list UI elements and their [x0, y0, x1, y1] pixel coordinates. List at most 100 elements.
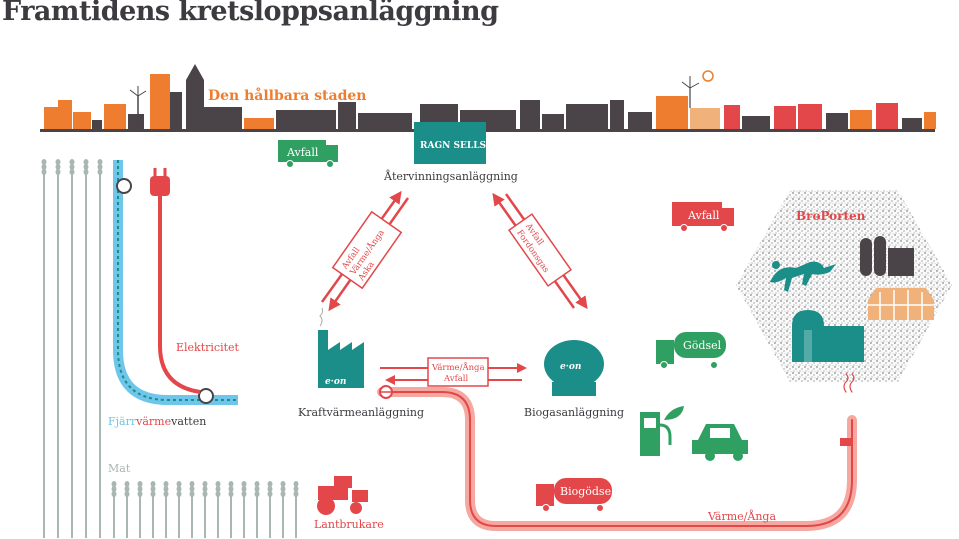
arrow-right-box: Avfall Fordonsgas [507, 213, 573, 287]
wheat-grain [228, 491, 234, 497]
wheat-grain [202, 486, 208, 492]
stable-icon [792, 310, 864, 362]
wheat-grain [215, 481, 221, 487]
middle-box-line2: Avfall [443, 374, 469, 384]
wheat-grain [150, 481, 156, 487]
truck-godsel-label: Gödsel [683, 339, 722, 352]
biogas-label: Biogasanläggning [524, 406, 624, 419]
wheat-grain [69, 169, 75, 175]
electricity-cable [150, 168, 201, 394]
kraftvarme-logo: e·on [325, 377, 346, 387]
wheat-grain [111, 481, 117, 487]
wheat-grain [55, 159, 61, 165]
page-title: Framtidens kretsloppsanläggning [2, 0, 499, 27]
wheat-grain [280, 486, 286, 492]
skyline [40, 64, 936, 132]
wheat-grain [83, 164, 89, 170]
wheat-grain [254, 491, 260, 497]
fuel-pump-icon [640, 406, 684, 456]
truck-godsel [656, 332, 726, 369]
wheat-grain [254, 481, 260, 487]
wheat-grain [215, 486, 221, 492]
wheat-grain [293, 491, 299, 497]
wheat-grain [241, 481, 247, 487]
wheat-grain [41, 169, 47, 175]
wheat-grain [293, 481, 299, 487]
wheat-grain [163, 486, 169, 492]
kraftvarme-plant [318, 307, 364, 388]
arrow-left-box: Avfall Värme/Ånga Aska [331, 210, 403, 290]
wheat-grain [97, 159, 103, 165]
fjarrvarme-part1: Fjärr [108, 415, 137, 428]
wheat-field-bottom [111, 481, 299, 538]
biogodsel-label: Biogödsel [560, 485, 615, 498]
ragnsells-logo-text: RAGN SELLS [420, 141, 486, 151]
kraftvarme-label: Kraftvärmeanläggning [298, 406, 424, 419]
varme-anga-label: Värme/Ånga [707, 509, 776, 523]
wheat-grain [202, 481, 208, 487]
wheat-grain [241, 491, 247, 497]
wheat-grain [124, 481, 130, 487]
barn-icon [868, 288, 934, 320]
wheat-grain [55, 164, 61, 170]
wheat-grain [69, 159, 75, 165]
fjarrvarme-label: Fjärrvärmevatten [108, 415, 206, 428]
wheat-grain [137, 481, 143, 487]
biogas-logo: e·on [560, 362, 581, 372]
middle-arrows [380, 357, 527, 387]
wheat-grain [228, 481, 234, 487]
truck-broporten [672, 202, 734, 232]
wheat-grain [176, 491, 182, 497]
wheat-grain [41, 164, 47, 170]
wheat-grain [137, 486, 143, 492]
wheat-grain [83, 159, 89, 165]
wheat-grain [41, 159, 47, 165]
district-heating-pipe [113, 160, 238, 405]
broporten-label: BroPorten [796, 209, 866, 223]
truck-broporten-label: Avfall [687, 209, 720, 222]
truck-top-label: Avfall [286, 146, 319, 159]
fjarrvarme-part3: vatten [170, 415, 206, 428]
truck-top [278, 140, 338, 168]
wheat-grain [189, 486, 195, 492]
broporten-hexagon [736, 190, 952, 382]
wheat-grain [124, 486, 130, 492]
wheat-grain [280, 481, 286, 487]
elektricitet-label: Elektricitet [176, 341, 240, 354]
skyline-label: Den hållbara staden [208, 86, 366, 104]
wheat-grain [189, 481, 195, 487]
wheat-grain [163, 481, 169, 487]
wheat-grain [150, 491, 156, 497]
wheat-grain [150, 486, 156, 492]
silo-icon [860, 236, 914, 276]
wheat-grain [267, 491, 273, 497]
wheat-grain [254, 486, 260, 492]
ragnsells-label: Återvinningsanläggning [383, 169, 518, 183]
wheat-grain [83, 169, 89, 175]
wheat-grain [69, 164, 75, 170]
wheat-field-left [41, 159, 103, 538]
mat-label: Mat [108, 462, 131, 475]
wheat-grain [124, 491, 130, 497]
heat-pipe [377, 373, 857, 531]
wheat-grain [163, 491, 169, 497]
wheat-grain [111, 491, 117, 497]
ragnsells-logo [414, 122, 486, 164]
lantbrukare-label: Lantbrukare [314, 518, 384, 531]
truck-biogodsel [536, 478, 612, 512]
wheat-grain [241, 486, 247, 492]
horse-icon [770, 261, 836, 292]
wheat-grain [202, 491, 208, 497]
tractor-icon [317, 476, 368, 515]
wheat-grain [228, 486, 234, 492]
wheat-grain [189, 491, 195, 497]
wheat-grain [111, 486, 117, 492]
wheat-grain [293, 486, 299, 492]
wheat-grain [267, 481, 273, 487]
wheat-grain [97, 169, 103, 175]
middle-box-line1: Värme/Ånga [431, 361, 485, 373]
wheat-grain [176, 481, 182, 487]
biogas-tank [544, 340, 604, 396]
wheat-grain [137, 491, 143, 497]
